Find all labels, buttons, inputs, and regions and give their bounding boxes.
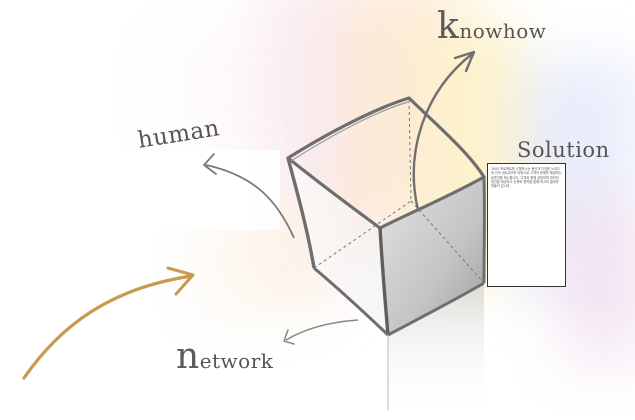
knowhow-initial: k <box>437 6 460 47</box>
golden-arrow <box>22 266 195 380</box>
network-arrow <box>283 319 359 345</box>
human-arrow <box>203 153 295 239</box>
box-reflection <box>387 283 484 420</box>
knowhow-label: knowhow <box>437 6 546 47</box>
knowhow-rest: nowhow <box>459 19 547 43</box>
solution-label: Solution <box>517 138 610 162</box>
knowhow-arrow <box>412 50 476 211</box>
open-box <box>286 96 486 337</box>
network-label: network <box>176 336 273 377</box>
solution-document: 3000 프로젝트를 수행하시는 동안의 다양한 노하우와 인적 네트워크를 바… <box>487 163 566 287</box>
network-initial: n <box>176 336 200 377</box>
network-rest: etwork <box>199 349 274 373</box>
solution-document-text: 3000 프로젝트를 수행하시는 동안의 다양한 노하우와 인적 네트워크를 바… <box>491 167 562 189</box>
